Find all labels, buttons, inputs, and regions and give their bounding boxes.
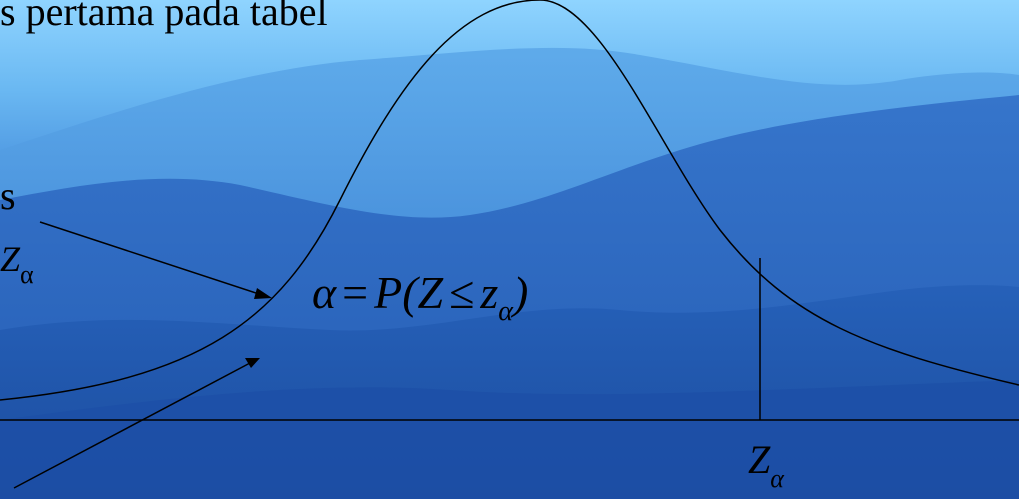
side-z-sub: α <box>20 260 34 289</box>
formula-close: ) <box>512 267 529 318</box>
formula-z: z <box>480 267 499 318</box>
arrow-to-area <box>13 358 260 489</box>
formula-p-open: P(Z <box>374 267 444 318</box>
axis-z-base: Z <box>748 437 771 482</box>
formula-alpha: α <box>312 267 337 318</box>
probability-formula: α=P(Z≤zα) <box>312 266 528 328</box>
axis-z-alpha-label: Zα <box>748 436 784 494</box>
axis-z-sub: α <box>770 464 784 493</box>
side-z-base: Z <box>0 239 21 279</box>
instruction-text-line: s pertama pada tabel <box>0 0 328 34</box>
formula-equals: = <box>342 267 369 318</box>
side-z-alpha-label: Zα <box>0 238 34 290</box>
normal-curve <box>0 0 1019 401</box>
formula-z-sub: α <box>498 296 513 327</box>
formula-le: ≤ <box>449 267 475 318</box>
arrow-to-formula <box>39 221 272 299</box>
foreground-mountain <box>0 380 1019 499</box>
side-text-fragment: s <box>0 173 16 218</box>
